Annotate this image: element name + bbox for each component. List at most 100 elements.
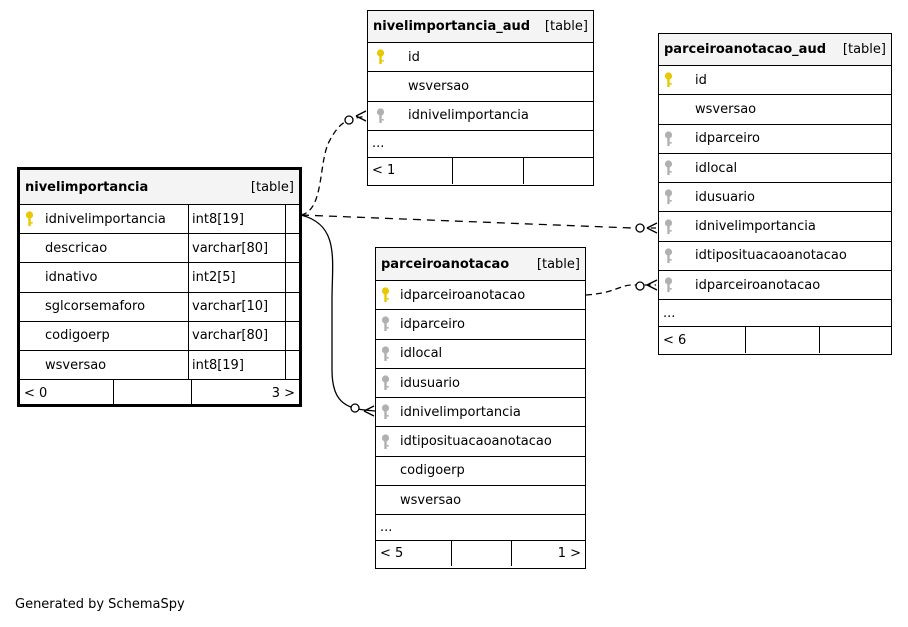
column-name-cell: wsversao bbox=[659, 95, 891, 123]
table-header: parceiroanotacao_aud [table] bbox=[659, 34, 891, 66]
column-row-idtiposituacaoanotacao[interactable]: idtiposituacaoanotacao bbox=[376, 427, 585, 457]
column-name: idnivelimportancia bbox=[400, 404, 521, 420]
link-parceiroanotacao-parceiroanotacao-aud bbox=[585, 284, 656, 296]
column-name: wsversao bbox=[400, 492, 462, 508]
table-kind: [table] bbox=[250, 179, 294, 195]
column-name-cell: idnivelimportancia bbox=[20, 205, 188, 233]
children-count bbox=[819, 327, 891, 354]
table-nivelimportancia[interactable]: nivelimportancia [table] idnivelimportan… bbox=[17, 167, 302, 407]
table-name: parceiroanotacao bbox=[381, 256, 510, 272]
foreign-key-icon bbox=[659, 160, 677, 176]
column-name-cell: idtiposituacaoanotacao bbox=[659, 242, 891, 270]
more-columns: ... bbox=[380, 520, 393, 536]
column-row-idnivelimportancia[interactable]: idnivelimportancia bbox=[659, 212, 891, 242]
table-header: nivelimportancia [table] bbox=[20, 170, 299, 205]
primary-key-icon bbox=[376, 287, 394, 303]
table-footer: < 1 bbox=[368, 157, 593, 184]
column-name-cell: wsversao bbox=[376, 486, 585, 514]
column-name-cell: idusuario bbox=[659, 183, 891, 211]
table-parceiroanotacao-aud[interactable]: parceiroanotacao_aud [table] id wsversao i… bbox=[658, 33, 892, 355]
parents-count: < 1 bbox=[372, 163, 396, 179]
column-row-idusuario[interactable]: idusuario bbox=[376, 369, 585, 399]
column-name-cell: idnivelimportancia bbox=[376, 398, 585, 426]
column-name: wsversao bbox=[408, 78, 470, 94]
table-name: nivelimportancia_aud bbox=[373, 19, 531, 34]
table-footer: < 5 1 > bbox=[376, 541, 585, 567]
foreign-key-icon bbox=[659, 131, 677, 147]
primary-key-icon bbox=[368, 49, 392, 65]
more-columns: ... bbox=[663, 305, 676, 321]
column-row-codigoerp[interactable]: codigoerp varchar[80] bbox=[20, 321, 299, 351]
column-row-wsversao[interactable]: wsversao bbox=[659, 95, 891, 125]
children-count: 1 > bbox=[511, 541, 585, 567]
column-name: idtiposituacaoanotacao bbox=[695, 248, 847, 264]
foreign-key-icon bbox=[376, 316, 394, 332]
foreign-key-icon bbox=[659, 219, 677, 235]
table-footer: < 0 3 > bbox=[20, 380, 299, 407]
column-name-cell: sglcorsemaforo bbox=[20, 293, 188, 321]
column-name: wsversao bbox=[695, 101, 757, 117]
column-row-idtiposituacaoanotacao[interactable]: idtiposituacaoanotacao bbox=[659, 242, 891, 272]
column-name-cell: idlocal bbox=[659, 154, 891, 182]
row-spacer bbox=[285, 205, 299, 234]
column-name: idusuario bbox=[695, 189, 755, 205]
generated-by-credit: Generated by SchemaSpy bbox=[15, 597, 185, 612]
column-row-idlocal[interactable]: idlocal bbox=[376, 340, 585, 369]
column-name-cell: id bbox=[659, 66, 891, 94]
column-name-cell: wsversao bbox=[20, 351, 188, 379]
column-name: idparceiroanotacao bbox=[400, 287, 526, 303]
column-name-cell: idparceiro bbox=[659, 125, 891, 153]
column-name: idnivelimportancia bbox=[45, 211, 166, 227]
table-parceiroanotacao[interactable]: parceiroanotacao [table] idparceiroanota… bbox=[375, 247, 586, 569]
column-name-cell: idusuario bbox=[376, 369, 585, 397]
link-nivelimportancia-parceiroanotacao-aud bbox=[300, 214, 656, 229]
column-type: int8[19] bbox=[188, 350, 285, 380]
column-name-cell: idparceiroanotacao bbox=[659, 271, 891, 299]
column-row-idparceiroanotacao[interactable]: idparceiroanotacao bbox=[376, 281, 585, 311]
column-row-id[interactable]: id bbox=[659, 66, 891, 96]
column-row-wsversao[interactable]: wsversao bbox=[376, 486, 585, 516]
column-name: idlocal bbox=[400, 346, 443, 362]
column-row-codigoerp[interactable]: codigoerp bbox=[376, 457, 585, 487]
footer-middle bbox=[113, 380, 191, 407]
column-row-idparceiro[interactable]: idparceiro bbox=[659, 125, 891, 154]
foreign-key-icon bbox=[376, 404, 394, 420]
table-name: nivelimportancia bbox=[25, 179, 149, 195]
column-row-idusuario[interactable]: idusuario bbox=[659, 183, 891, 213]
column-type: varchar[80] bbox=[188, 321, 285, 350]
column-name-cell: idlocal bbox=[376, 340, 585, 368]
column-name: idtiposituacaoanotacao bbox=[400, 434, 552, 450]
column-row-idparceiro[interactable]: idparceiro bbox=[376, 310, 585, 340]
column-name: codigoerp bbox=[400, 463, 465, 479]
foreign-key-icon bbox=[368, 108, 392, 124]
column-type: int2[5] bbox=[188, 263, 285, 292]
column-name: codigoerp bbox=[45, 328, 110, 344]
column-name-cell: idparceiro bbox=[376, 310, 585, 338]
column-row-idnivelimportancia[interactable]: idnivelimportancia bbox=[368, 102, 593, 131]
children-count: 3 > bbox=[191, 380, 299, 407]
column-name: id bbox=[695, 72, 707, 88]
parents-count: < 6 bbox=[663, 332, 687, 348]
column-row-wsversao[interactable]: wsversao bbox=[368, 72, 593, 102]
column-name: idparceiro bbox=[695, 131, 760, 147]
column-name-cell: id bbox=[368, 43, 593, 71]
column-row-idlocal[interactable]: idlocal bbox=[659, 154, 891, 184]
column-name-cell: descricao bbox=[20, 234, 188, 262]
table-name: parceiroanotacao_aud bbox=[664, 42, 826, 57]
column-name-cell: wsversao bbox=[368, 72, 593, 100]
table-kind: [table] bbox=[842, 42, 886, 57]
footer-middle bbox=[452, 157, 523, 184]
footer-middle bbox=[745, 327, 819, 354]
foreign-key-icon bbox=[376, 434, 394, 450]
column-row-idnivelimportancia[interactable]: idnivelimportancia bbox=[376, 398, 585, 428]
column-row-idparceiroanotacao[interactable]: idparceiroanotacao bbox=[659, 271, 891, 301]
column-row-id[interactable]: id bbox=[368, 43, 593, 73]
table-footer: < 6 bbox=[659, 327, 891, 354]
